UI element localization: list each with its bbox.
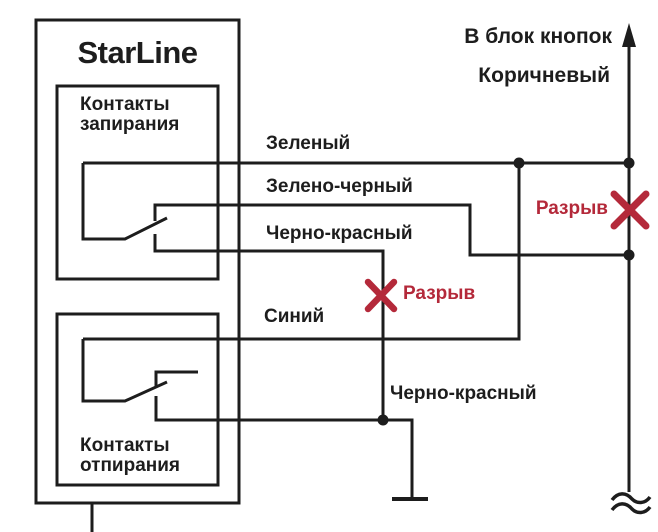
lock-switch-blade [81, 163, 168, 241]
lock-contacts-label: Контакты запирания [80, 94, 180, 135]
starline-unit-box [34, 18, 241, 505]
junction-dot [377, 414, 389, 426]
break-lower-label: Разрыв [403, 283, 476, 304]
junction-dot [513, 157, 525, 169]
black-red-lower-wire-line [154, 396, 414, 498]
junction-dot [623, 249, 635, 261]
starline-logo: StarLine [77, 35, 198, 70]
lock-contacts-box [55, 84, 220, 281]
wire-continuation-wave-icon [610, 502, 652, 515]
blue-wire-line [83, 163, 521, 341]
blue-wire-label: Синий [264, 306, 325, 327]
to-button-block-label: В блок кнопок [464, 25, 612, 48]
break-x-icon [364, 278, 398, 313]
green-black-wire-label: Зелено-черный [266, 176, 413, 197]
brown-wire-label: Коричневый [478, 64, 610, 87]
black-red-upper-wire-label: Черно-красный [266, 223, 413, 244]
junction-dot [623, 157, 635, 169]
unlock-switch-blade [81, 339, 168, 403]
break-upper-label: Разрыв [535, 198, 608, 219]
black-red-lower-wire-label: Черно-красный [390, 383, 537, 404]
wire-continuation-wave-icon [610, 492, 652, 505]
unlock-contacts-label: Контакты отпирания [80, 435, 181, 476]
arrow-up-icon [622, 23, 636, 47]
break-x-icon [610, 190, 650, 230]
black-red-upper-wire-line [153, 234, 385, 420]
unlock-switch-stub [154, 370, 198, 386]
green-black-wire-line [153, 203, 629, 257]
unlock-contacts-box [55, 312, 220, 487]
green-wire-label: Зеленый [266, 133, 351, 154]
